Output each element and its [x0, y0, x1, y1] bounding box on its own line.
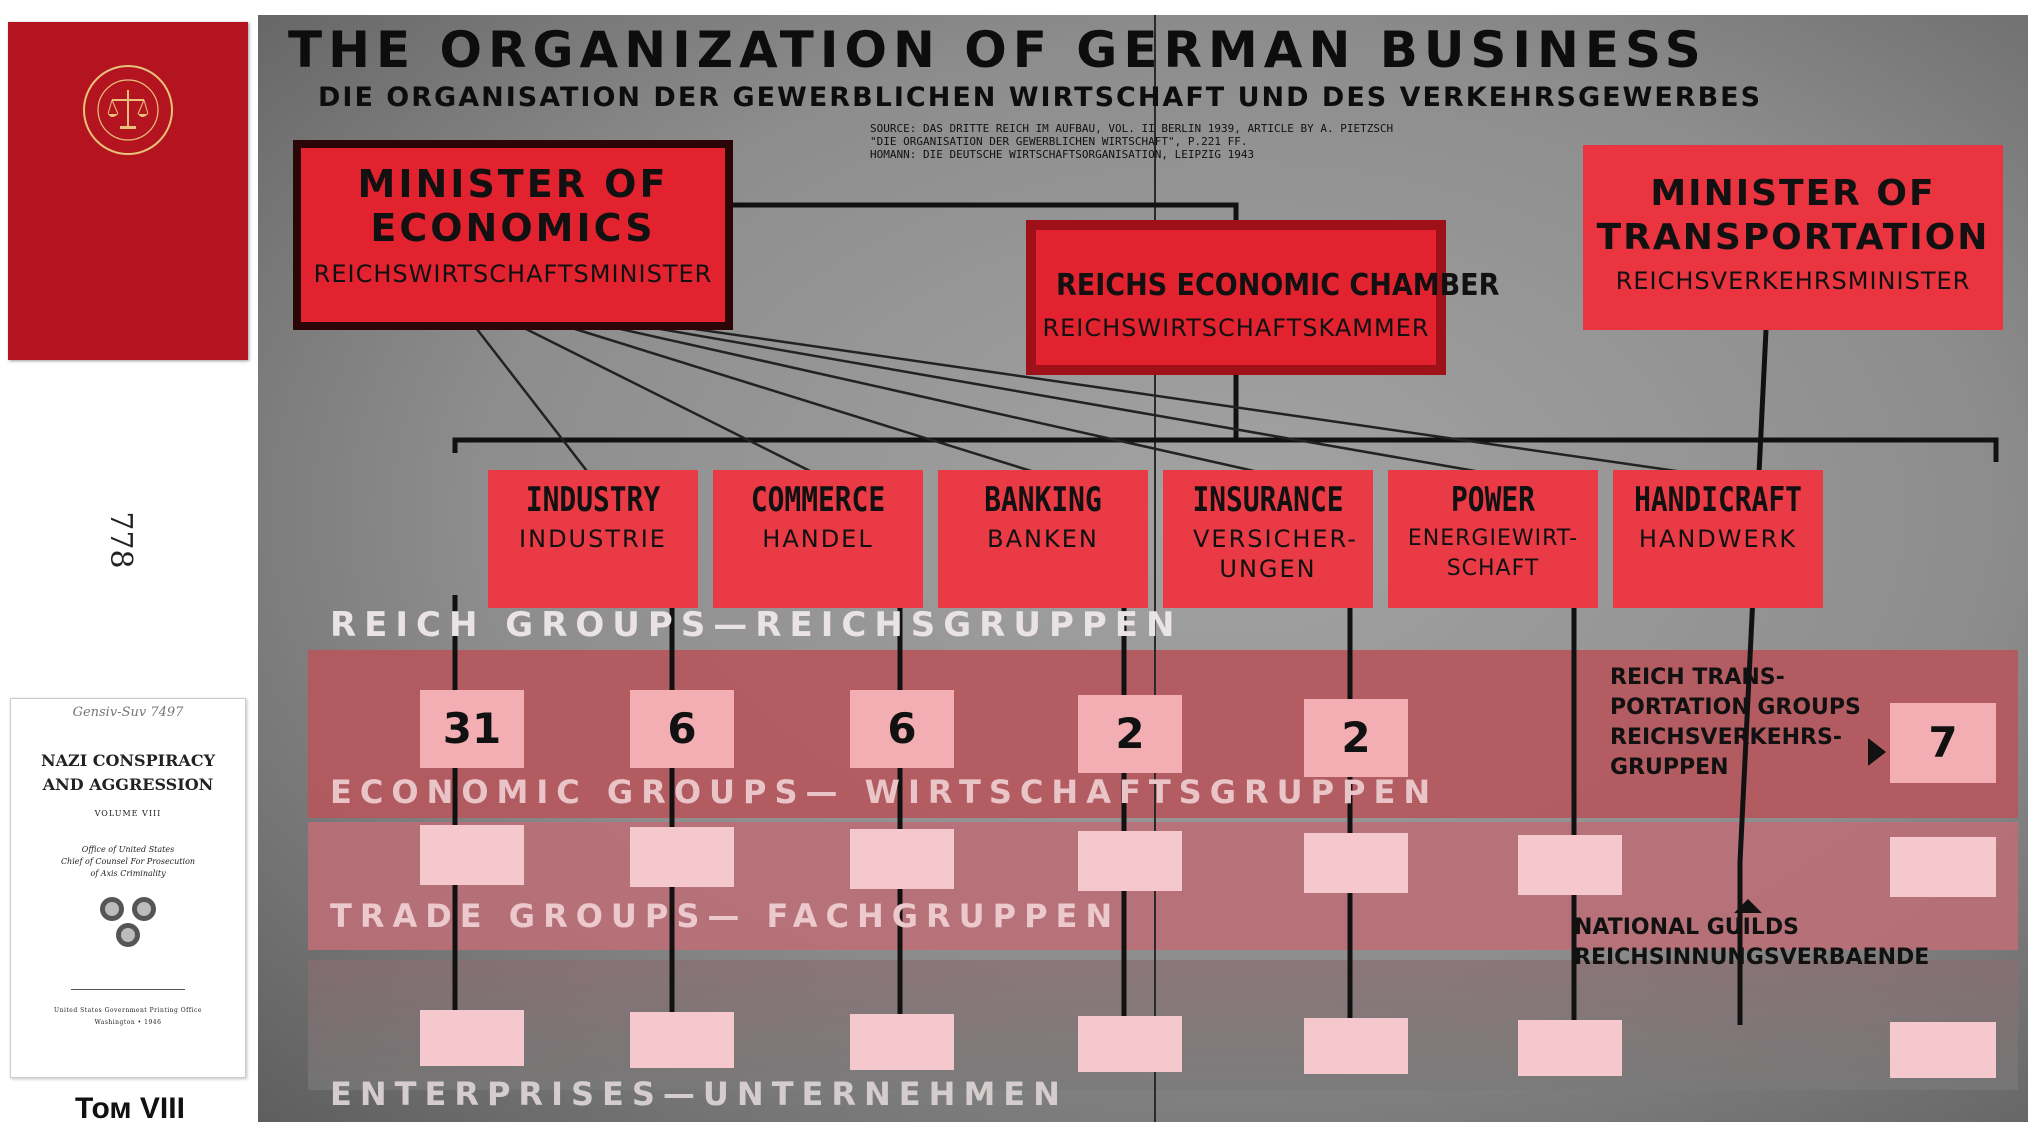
book-cover-white: Gensiv-Suv 7497 NAZI CONSPIRACY AND AGGR… — [10, 698, 246, 1078]
arrow-right-icon — [1868, 738, 1886, 766]
divider — [71, 989, 185, 990]
minister-transport-german: REICHSVERKEHRSMINISTER — [1615, 267, 1971, 295]
group-title: BANKING — [984, 480, 1102, 520]
group-industry-box: INDUSTRY INDUSTRIE — [488, 470, 698, 608]
enterprise-box — [1078, 1016, 1182, 1072]
enterprise-box — [850, 1014, 954, 1070]
economic-groups-label: ECONOMIC GROUPS— WIRTSCHAFTSGRUPPEN — [330, 773, 1439, 811]
tribunal-seal-icon — [83, 65, 173, 155]
volume-label: Том VIII — [75, 1092, 185, 1125]
page-number: 778 — [103, 511, 138, 569]
enterprise-box — [630, 1012, 734, 1068]
reich-groups-label: REICH GROUPS—REICHSGRUPPEN — [330, 605, 1183, 645]
trade-group-box — [1890, 837, 1996, 897]
trade-groups-label: TRADE GROUPS— FACHGRUPPEN — [330, 897, 1121, 935]
transport-groups-line: REICHSVERKEHRS- — [1610, 725, 1842, 750]
book-title-line2: AND AGGRESSION — [42, 775, 214, 794]
seals-icon — [100, 897, 156, 947]
trade-group-box — [1078, 831, 1182, 891]
archive-stamp: Gensiv-Suv 7497 — [72, 705, 184, 720]
minister-economics-line1: MINISTER OF — [357, 162, 669, 206]
chart-subtitle: DIE ORGANISATION DER GEWERBLICHEN WIRTSC… — [318, 82, 1763, 113]
trade-group-box — [1518, 835, 1622, 895]
economic-chamber-german: REICHSWIRTSCHAFTSKAMMER — [1042, 314, 1430, 342]
book-volume: VOLUME VIII — [94, 809, 162, 818]
minister-economics-german: REICHSWIRTSCHAFTSMINISTER — [313, 260, 713, 288]
transport-groups-line: PORTATION GROUPS — [1610, 695, 1861, 720]
national-guilds-label: NATIONAL GUILDS REICHSINNUNGSVERBAENDE — [1574, 913, 1934, 973]
book-office-line: Chief of Counsel For Prosecution — [60, 857, 196, 866]
minister-economics-line2: ECONOMICS — [370, 206, 656, 250]
group-handicraft-box: HANDICRAFT HANDWERK — [1613, 470, 1823, 608]
enterprise-box — [420, 1010, 524, 1066]
group-title: INDUSTRY — [525, 480, 661, 520]
group-title: COMMERCE — [750, 480, 886, 520]
chart-title: THE ORGANIZATION OF GERMAN BUSINESS — [288, 21, 1707, 79]
national-guilds-line: NATIONAL GUILDS — [1574, 915, 1799, 940]
count-transportation: 7 — [1890, 703, 1996, 783]
source-line: SOURCE: DAS DRITTE REICH IM AUFBAU, VOL.… — [870, 122, 1394, 135]
enterprise-box — [1518, 1020, 1622, 1076]
group-german: BANKEN — [987, 525, 1099, 553]
group-german: INDUSTRIE — [519, 525, 667, 553]
book-cover-red — [8, 22, 248, 360]
group-title: HANDICRAFT — [1634, 480, 1802, 520]
minister-transport-box: MINISTER OF TRANSPORTATION REICHSVERKEHR… — [1583, 145, 2003, 330]
trade-group-box — [630, 827, 734, 887]
group-banking-box: BANKING BANKEN — [938, 470, 1148, 608]
book-printer: United States Government Printing Office — [54, 1007, 202, 1014]
enterprises-label: ENTERPRISES—UNTERNEHMEN — [330, 1075, 1068, 1113]
transport-groups-line: GRUPPEN — [1610, 755, 1729, 780]
transport-groups-line: REICH TRANS- — [1610, 665, 1785, 690]
group-title: INSURANCE — [1192, 480, 1344, 520]
group-german: VERSICHER- UNGEN — [1193, 525, 1358, 583]
book-title-line1: NAZI CONSPIRACY — [40, 751, 215, 770]
group-title: POWER — [1451, 480, 1535, 520]
group-german: HANDEL — [762, 525, 874, 553]
group-insurance-box: INSURANCE VERSICHER- UNGEN — [1163, 470, 1373, 608]
source-line: "DIE ORGANISATION DER GEWERBLICHEN WIRTS… — [870, 135, 1248, 148]
group-commerce-box: COMMERCE HANDEL — [713, 470, 923, 608]
count-commerce: 6 — [630, 690, 734, 768]
minister-transport-line2: TRANSPORTATION — [1596, 217, 1990, 258]
org-chart: THE ORGANIZATION OF GERMAN BUSINESS DIE … — [258, 15, 2028, 1122]
source-line: HOMANN: DIE DEUTSCHE WIRTSCHAFTSORGANISA… — [870, 148, 1255, 161]
minister-economics-box: MINISTER OF ECONOMICS REICHSWIRTSCHAFTSM… — [293, 140, 733, 330]
book-place-year: Washington • 1946 — [94, 1019, 162, 1026]
group-power-box: POWER ENERGIEWIRT- SCHAFT — [1388, 470, 1598, 608]
page-fold — [1154, 15, 1156, 1122]
count-banking: 6 — [850, 690, 954, 768]
count-power: 2 — [1304, 699, 1408, 777]
arrow-up-icon — [1734, 899, 1762, 913]
transport-groups-label: REICH TRANS- PORTATION GROUPS REICHSVERK… — [1610, 663, 1890, 783]
book-office-line: of Axis Criminality — [90, 869, 166, 878]
trade-group-box — [420, 825, 524, 885]
group-german: HANDWERK — [1638, 525, 1798, 553]
trade-group-box — [1304, 833, 1408, 893]
count-insurance: 2 — [1078, 695, 1182, 773]
enterprise-box — [1890, 1022, 1996, 1078]
trade-group-box — [850, 829, 954, 889]
enterprise-box — [1304, 1018, 1408, 1074]
book-office-line: Office of United States — [81, 845, 175, 854]
group-german: ENERGIEWIRT- SCHAFT — [1407, 526, 1579, 581]
economic-chamber-title: REICHS ECONOMIC CHAMBER — [1056, 268, 1500, 303]
national-guilds-line: REICHSINNUNGSVERBAENDE — [1574, 945, 1930, 970]
economic-chamber-box: REICHS ECONOMIC CHAMBER REICHSWIRTSCHAFT… — [1026, 220, 1500, 375]
minister-transport-line1: MINISTER OF — [1650, 173, 1936, 214]
count-industry: 31 — [420, 690, 524, 768]
